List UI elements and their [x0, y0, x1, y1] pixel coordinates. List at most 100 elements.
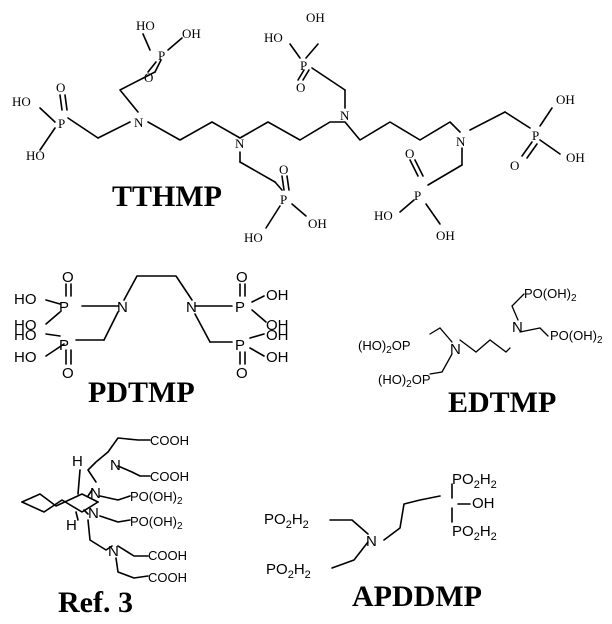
tthmp-bond	[64, 94, 68, 111]
tthmp-p6-o: O	[405, 146, 414, 161]
ref3-h1: H	[72, 453, 83, 470]
tthmp-p2-ho2: HO	[26, 148, 45, 163]
tthmp-bond	[281, 175, 285, 191]
ref3-cooh3: COOH	[148, 548, 187, 563]
apddmp-oh: OH	[472, 495, 495, 512]
pdtmp-p2-ho1: HO	[14, 327, 37, 344]
ref3-po1: PO(OH)2	[130, 489, 183, 507]
ref3-bond	[87, 451, 109, 483]
tthmp-p3: P	[280, 192, 287, 207]
ref3-ring	[21, 493, 99, 507]
pdtmp-p3-o: O	[236, 269, 248, 286]
tthmp-bond	[147, 61, 157, 73]
edtmp-bond	[519, 327, 549, 337]
tthmp-p5-oh2: OH	[566, 150, 585, 165]
tthmp-p2-o: O	[56, 80, 65, 95]
apddmp-structure: N PO2H2 PO2H2 PO2H2 OH PO2H2 APDDMP	[264, 471, 497, 613]
tthmp-bond	[119, 71, 156, 113]
ref3-name: Ref. 3	[58, 586, 133, 619]
tthmp-p5-o: O	[510, 158, 519, 173]
ref3-bond	[75, 511, 79, 521]
tthmp-bond	[539, 107, 553, 127]
tthmp-p6: P	[414, 188, 421, 203]
tthmp-bond	[539, 139, 561, 155]
tthmp-p3-ho: HO	[244, 230, 263, 245]
tthmp-bond	[427, 164, 463, 186]
tthmp-bond	[154, 59, 162, 73]
tthmp-bond	[265, 205, 281, 229]
tthmp-n2: N	[235, 136, 245, 151]
ref3-n3: N	[88, 505, 99, 522]
ref3-po2: PO(OH)2	[130, 514, 183, 532]
pdtmp-bond	[251, 295, 265, 303]
tthmp-bond	[286, 175, 290, 191]
tthmp-bond	[425, 203, 441, 225]
edtmp-n2: N	[512, 319, 523, 336]
tthmp-p4-ho: HO	[264, 30, 283, 45]
pdtmp-p3-oh2: OH	[266, 317, 289, 334]
tthmp-p3-oh: OH	[308, 216, 327, 231]
tthmp-n1: N	[134, 115, 144, 130]
pdtmp-p2: P	[59, 337, 69, 354]
pdtmp-bond	[45, 343, 65, 357]
edtmp-group3: (HO)2OP	[358, 338, 411, 356]
pdtmp-p4: P	[235, 337, 245, 354]
apddmp-n: N	[366, 533, 377, 550]
pdtmp-p2-o: O	[62, 365, 74, 382]
ref3-cooh2: COOH	[150, 469, 189, 484]
apddmp-name: APDDMP	[352, 580, 482, 613]
ref3-bond	[87, 489, 93, 497]
tthmp-bond	[526, 143, 538, 159]
ref3-bond	[83, 509, 89, 515]
ref3-ring	[21, 499, 99, 513]
tthmp-bond	[142, 33, 151, 51]
ref3-bond	[117, 545, 149, 557]
ref3-n2: N	[90, 485, 101, 502]
apddmp-po3: PO2H2	[452, 471, 497, 491]
edtmp-n1: N	[450, 341, 461, 358]
tthmp-p3-o: O	[279, 162, 288, 177]
tthmp-bond	[414, 159, 424, 177]
pdtmp-p1-o: O	[62, 269, 74, 286]
ref3-bond	[117, 465, 151, 477]
edtmp-group4: (HO)2OP	[378, 372, 431, 390]
tthmp-bond	[39, 107, 56, 123]
edtmp-group1: PO(OH)2	[524, 286, 577, 304]
tthmp-p4: P	[300, 58, 307, 73]
pdtmp-p4-o: O	[236, 365, 248, 382]
pdtmp-bond	[45, 333, 61, 337]
tthmp-p4-o: O	[296, 80, 305, 95]
edtmp-bond	[429, 353, 453, 375]
pdtmp-bond	[249, 333, 265, 339]
tthmp-bond	[305, 43, 319, 59]
ref3-cooh4: COOH	[148, 570, 187, 585]
tthmp-bond	[67, 117, 99, 139]
tthmp-bond	[291, 203, 307, 217]
ref3-bond	[99, 495, 131, 501]
pdtmp-bond	[249, 347, 265, 357]
tthmp-bond	[311, 67, 346, 91]
tthmp-structure: N N N N P HO OH O P O HO HO P O OH HO P …	[12, 10, 585, 245]
apddmp-bond	[329, 519, 369, 535]
ref3-n1: N	[110, 457, 121, 474]
tthmp-p1: P	[158, 48, 165, 63]
pdtmp-p1-ho1: HO	[14, 291, 37, 308]
ref3-bond	[87, 519, 113, 551]
tthmp-p5: P	[532, 128, 539, 143]
tthmp-bond	[469, 111, 506, 131]
edtmp-group2: PO(OH)2	[550, 328, 603, 346]
tthmp-bond	[239, 161, 276, 183]
ref3-bond	[99, 515, 131, 523]
pdtmp-p3: P	[235, 299, 245, 316]
pdtmp-structure: N N P O HO HO P HO HO O P O OH OH P OH O…	[14, 269, 289, 409]
pdtmp-bridge	[123, 275, 193, 301]
tthmp-bond	[504, 111, 531, 129]
tthmp-p1-ho: HO	[136, 18, 155, 33]
tthmp-p6-ho: HO	[374, 208, 393, 223]
ref3-bond	[107, 437, 151, 453]
tthmp-bond	[39, 127, 56, 151]
apddmp-po4: PO2H2	[452, 523, 497, 543]
pdtmp-n2: N	[186, 299, 197, 316]
pdtmp-p4-oh2: OH	[266, 349, 289, 366]
